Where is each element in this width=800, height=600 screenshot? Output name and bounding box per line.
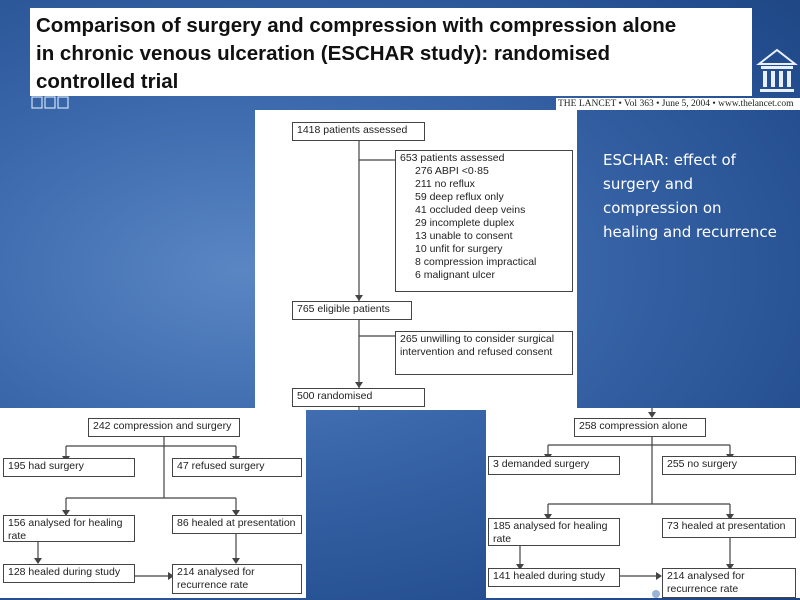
excluded-item: 6 malignant ulcer — [415, 269, 495, 281]
box-randomised: 500 randomised — [292, 388, 425, 407]
eschar-callout: ESCHAR: effect of surgery and compressio… — [603, 148, 798, 244]
box-left-healed-during: 128 healed during study — [3, 564, 135, 583]
box-compression-and-surgery: 242 compression and surgery — [88, 418, 240, 437]
box-no-surgery: 255 no surgery — [662, 456, 796, 475]
box-eligible-patients: 765 eligible patients — [292, 301, 412, 320]
box-compression-alone: 258 compression alone — [574, 418, 706, 437]
box-had-surgery: 195 had surgery — [3, 458, 135, 477]
callout-line: surgery and — [603, 175, 694, 193]
excluded-item: 10 unfit for surgery — [415, 243, 503, 255]
callout-line: ESCHAR: effect of — [603, 151, 736, 169]
slide-indicator-dot — [652, 590, 660, 598]
box-patients-assessed: 1418 patients assessed — [292, 122, 425, 141]
box-unwilling: 265 unwilling to consider surgical inter… — [395, 331, 573, 375]
box-left-analysed-recurrence: 214 analysed for recurrence rate — [172, 564, 302, 594]
box-right-analysed-recurrence: 214 analysed for recurrence rate — [662, 568, 796, 598]
journal-citation: THE LANCET • Vol 363 • June 5, 2004 • ww… — [556, 98, 800, 110]
excluded-item: 211 no reflux — [415, 178, 475, 190]
excluded-item: 13 unable to consent — [415, 230, 513, 242]
excluded-item: 29 incomplete duplex — [415, 217, 515, 229]
box-left-analysed-healing: 156 analysed for healing rate — [3, 515, 135, 542]
box-demanded-surgery: 3 demanded surgery — [488, 456, 620, 475]
excluded-item: 59 deep reflux only — [415, 191, 504, 203]
bmj-logo-icon — [31, 96, 69, 109]
box-left-healed-presentation: 86 healed at presentation — [172, 515, 302, 534]
excluded-item: 41 occluded deep veins — [415, 204, 526, 216]
excluded-title: 653 patients assessed — [400, 152, 505, 164]
callout-line: healing and recurrence — [603, 223, 777, 241]
title-line-2: in chronic venous ulceration (ESCHAR stu… — [36, 42, 611, 65]
box-excluded: 653 patients assessed 276 ABPI <0·85 211… — [395, 150, 573, 292]
flowchart-right-arm-panel: 258 compression alone 3 demanded surgery… — [486, 408, 800, 598]
box-refused-surgery: 47 refused surgery — [172, 458, 302, 477]
excluded-item: 8 compression impractical — [415, 256, 537, 268]
excluded-item: 276 ABPI <0·85 — [415, 165, 489, 177]
box-right-healed-during: 141 healed during study — [488, 568, 620, 587]
institution-crest-icon — [756, 48, 798, 92]
article-title: Comparison of surgery and compression wi… — [30, 8, 752, 96]
title-line-1: Comparison of surgery and compression wi… — [36, 14, 677, 37]
callout-line: compression on — [603, 199, 722, 217]
box-right-healed-presentation: 73 healed at presentation — [662, 518, 796, 538]
box-right-analysed-healing: 185 analysed for healing rate — [488, 518, 620, 546]
title-line-3: controlled trial — [36, 70, 179, 93]
flowchart-top-panel: 1418 patients assessed 653 patients asse… — [255, 110, 577, 410]
flowchart-left-arm-panel: 242 compression and surgery 195 had surg… — [0, 408, 306, 598]
